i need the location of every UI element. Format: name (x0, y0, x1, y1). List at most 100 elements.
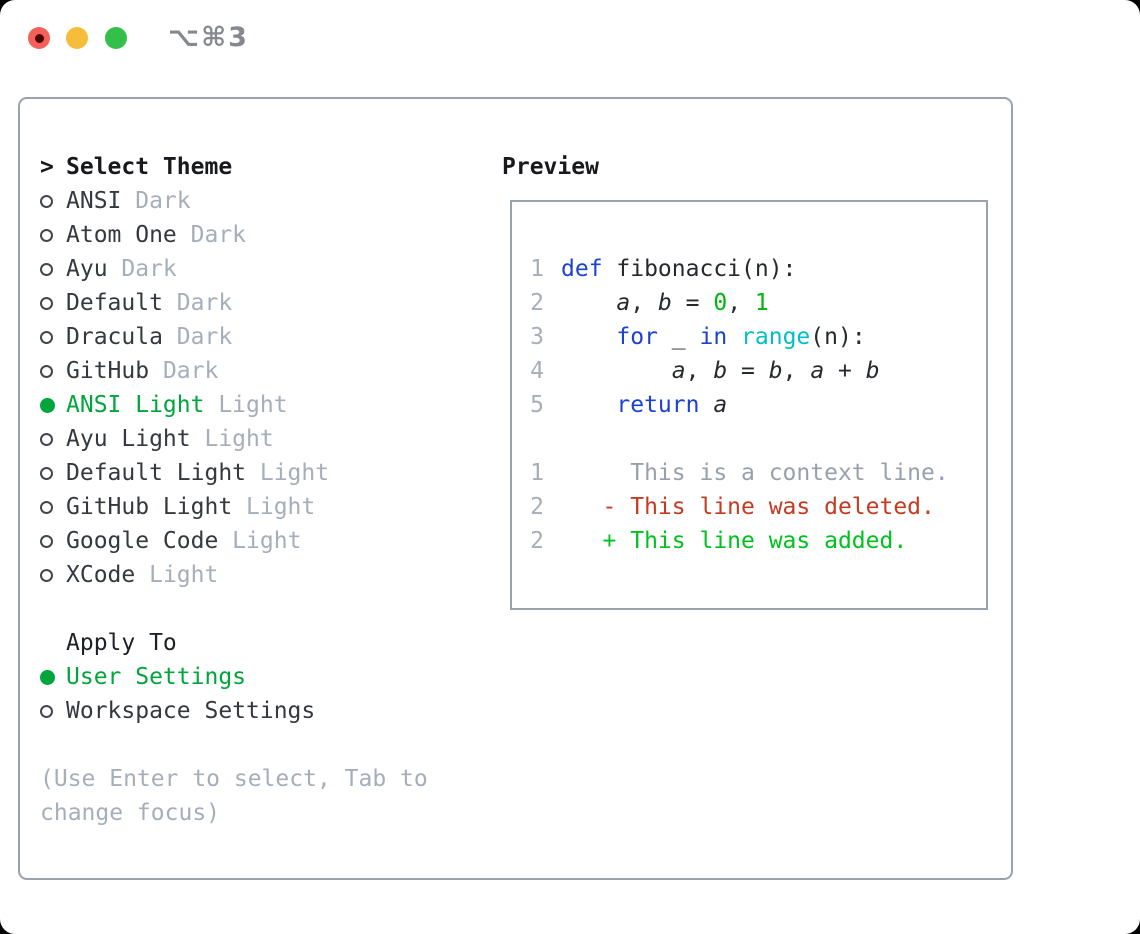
code-segment (727, 320, 741, 354)
select-theme-header: > Select Theme (40, 150, 329, 184)
code-segment (561, 354, 672, 388)
option-label: Default Light (66, 460, 247, 486)
code-segment: = (671, 290, 714, 316)
theme-option-ayu[interactable]: Ayu Dark (40, 252, 329, 286)
theme-option-default-light[interactable]: Default Light Light (40, 456, 329, 490)
code-line: 2 a, b = 0, 1 (530, 286, 986, 320)
option-variant-label: Dark (121, 188, 191, 214)
apply-option-workspace-settings[interactable]: Workspace Settings (40, 694, 329, 728)
theme-option-dracula[interactable]: Dracula Dark (40, 320, 329, 354)
theme-option-default[interactable]: Default Dark (40, 286, 329, 320)
option-label: Google Code (66, 528, 219, 554)
unsaved-dot-icon (34, 33, 44, 43)
line-number: 1 (530, 460, 544, 486)
code-line: 2 + This line was added. (530, 524, 986, 558)
code-segment: (n): (810, 324, 866, 350)
theme-option-ansi-light[interactable]: ANSI Light Light (40, 388, 329, 422)
code-segment: a (810, 358, 825, 384)
code-segment: 0 (713, 290, 728, 316)
option-label: GitHub Light (66, 494, 233, 520)
apply-option-user-settings[interactable]: User Settings (40, 660, 329, 694)
code-segment: , (685, 358, 714, 384)
code-segment: = (727, 358, 769, 384)
minimize-button[interactable] (66, 27, 88, 49)
radio-icon (40, 466, 66, 480)
radio-icon (40, 330, 66, 344)
option-variant-label: Dark (149, 358, 219, 384)
theme-option-xcode[interactable]: XCode Light (40, 558, 329, 592)
option-label: Ayu (66, 256, 108, 282)
code-line: 1 This is a context line. (530, 456, 986, 490)
line-number: 2 (530, 528, 544, 554)
code-segment (561, 388, 616, 422)
option-label: ANSI Light (66, 392, 205, 418)
option-variant-label: Dark (107, 256, 177, 282)
code-segment: def (561, 256, 603, 282)
radio-icon (40, 194, 66, 208)
theme-option-google-code[interactable]: Google Code Light (40, 524, 329, 558)
code-segment: a (616, 290, 631, 316)
code-segment: 1 (754, 290, 769, 316)
zoom-button[interactable] (105, 27, 127, 49)
option-label: Workspace Settings (66, 698, 316, 724)
line-number: 3 (530, 324, 544, 350)
close-button[interactable] (28, 27, 50, 49)
theme-option-ayu-light[interactable]: Ayu Light Light (40, 422, 329, 456)
code-segment: , (782, 358, 811, 384)
option-label: ANSI (66, 188, 122, 214)
code-segment (561, 320, 616, 354)
option-label: Ayu Light (66, 426, 191, 452)
theme-option-github-light[interactable]: GitHub Light Light (40, 490, 329, 524)
code-line: 2 - This line was deleted. (530, 490, 986, 524)
radio-icon (40, 262, 66, 276)
code-segment: a (713, 392, 728, 418)
radio-icon (40, 432, 66, 446)
line-number: 2 (530, 290, 544, 316)
code-segment: b (768, 358, 783, 384)
theme-option-atom-one[interactable]: Atom One Dark (40, 218, 329, 252)
option-variant-label: Light (246, 460, 330, 486)
option-label: User Settings (66, 664, 247, 690)
code-segment (699, 388, 713, 422)
radio-icon (40, 568, 66, 582)
theme-option-github[interactable]: GitHub Dark (40, 354, 329, 388)
radio-icon (40, 397, 66, 413)
option-variant-label: Light (232, 494, 316, 520)
code-segment: b (713, 358, 728, 384)
code-segment: b (657, 290, 672, 316)
preview-title: Preview (502, 154, 599, 180)
radio-icon (40, 669, 66, 685)
option-label: Atom One (66, 222, 177, 248)
code-segment: fibonacci(n): (602, 256, 797, 282)
radio-icon (40, 704, 66, 718)
option-label: XCode (66, 562, 136, 588)
code-segment: - This line was deleted. (561, 494, 935, 520)
code-segment: a (671, 358, 686, 384)
radio-icon (40, 500, 66, 514)
line-number: 1 (530, 256, 544, 282)
line-number: 2 (530, 494, 544, 520)
titlebar: ⌥⌘3 (0, 0, 1140, 72)
code-segment: + (824, 358, 866, 384)
theme-option-ansi[interactable]: ANSI Dark (40, 184, 329, 218)
option-variant-label: Light (190, 426, 274, 452)
code-line: 5 return a (530, 388, 986, 422)
code-segment: in (699, 324, 728, 350)
line-number: 4 (530, 358, 544, 384)
option-label: GitHub (66, 358, 150, 384)
code-segment: return (616, 392, 700, 418)
code-segment: for (616, 324, 658, 350)
code-segment: range (741, 324, 811, 350)
radio-icon (40, 228, 66, 242)
option-variant-label: Light (218, 528, 302, 554)
code-segment: , (630, 290, 658, 316)
line-number (530, 422, 544, 456)
line-number: 5 (530, 392, 544, 418)
